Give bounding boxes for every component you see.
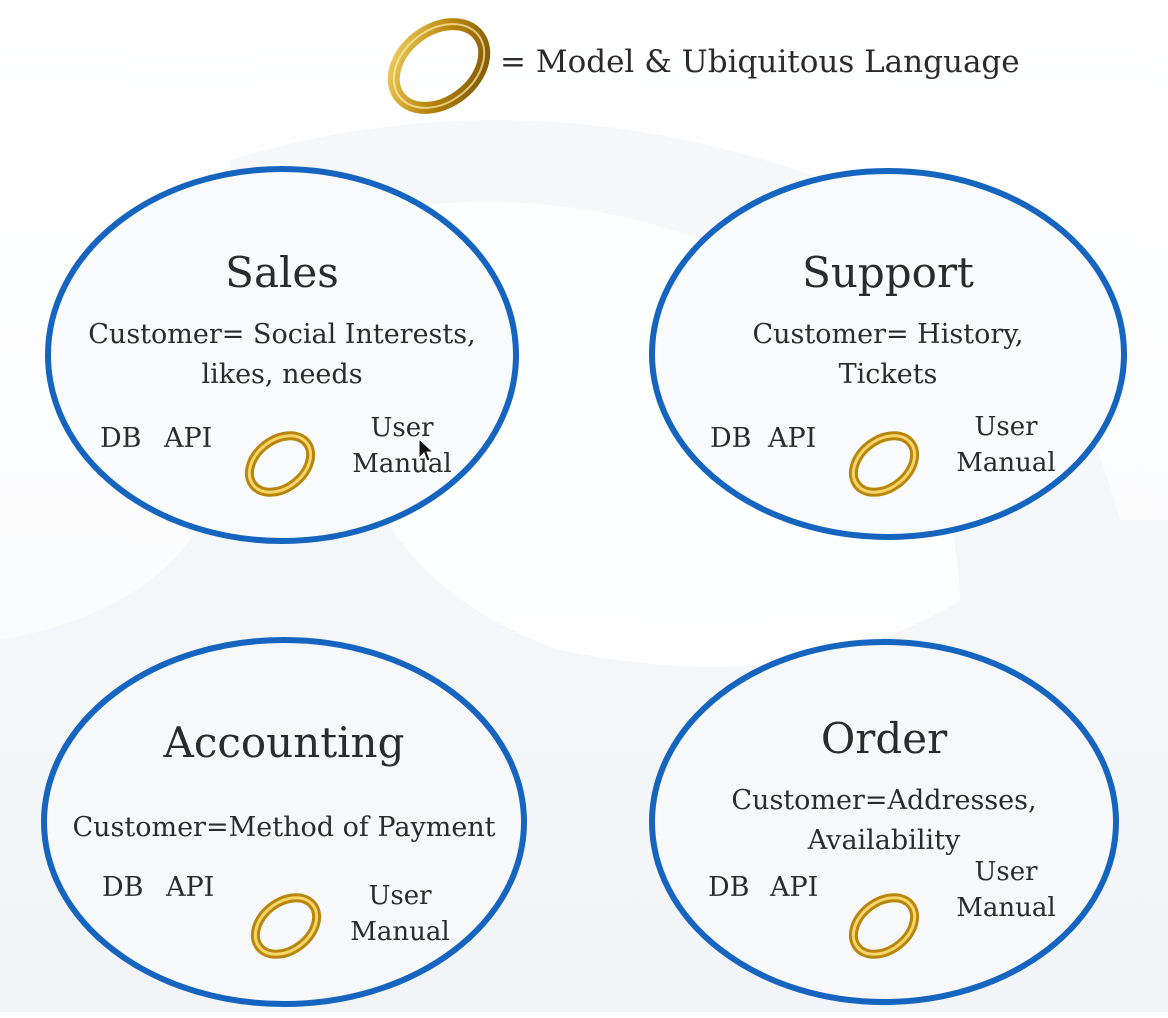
user-manual-label-line2: Manual: [956, 893, 1056, 923]
user-manual-label-line1: User: [974, 412, 1038, 442]
db-label: DB: [708, 872, 750, 903]
context-boundary: [649, 168, 1127, 540]
context-description-line2: Tickets: [838, 359, 938, 390]
api-label: API: [770, 872, 819, 903]
context-title: Accounting: [163, 718, 405, 767]
api-label: API: [164, 423, 213, 454]
context-description-line1: Customer=Method of Payment: [72, 812, 496, 843]
user-manual-label-line1: User: [370, 413, 434, 443]
mouse-cursor-icon: [418, 438, 434, 462]
context-title: Order: [820, 714, 948, 763]
gold-ring-icon: [848, 893, 920, 959]
context-description-line2: likes, needs: [201, 359, 363, 390]
context-sales: Sales Customer= Social Interests, likes,…: [42, 160, 522, 550]
gold-ring-icon: [244, 431, 316, 497]
context-boundary: [649, 639, 1119, 1005]
context-description-line1: Customer= Social Interests,: [88, 319, 476, 350]
context-title: Support: [802, 248, 974, 297]
context-order: Order Customer=Addresses, Availability D…: [646, 634, 1122, 1010]
user-manual-label-line2: Manual: [956, 448, 1056, 478]
context-support: Support Customer= History, Tickets DB AP…: [646, 162, 1130, 546]
gold-ring-icon: [387, 18, 491, 114]
context-title: Sales: [225, 248, 339, 297]
legend-text: = Model & Ubiquitous Language: [500, 44, 1020, 80]
gold-ring-icon: [250, 893, 322, 959]
api-label: API: [166, 872, 215, 903]
context-boundary: [45, 166, 519, 544]
db-label: DB: [100, 423, 142, 454]
user-manual-label-line1: User: [368, 881, 432, 911]
db-label: DB: [710, 423, 752, 454]
context-description-line2: Availability: [807, 825, 961, 856]
context-boundary: [41, 637, 527, 1007]
api-label: API: [768, 423, 817, 454]
user-manual-label-line1: User: [974, 857, 1038, 887]
gold-ring-icon: [848, 431, 920, 497]
context-description-line1: Customer=Addresses,: [731, 785, 1037, 816]
user-manual-label-line2: Manual: [352, 449, 452, 479]
legend: = Model & Ubiquitous Language: [380, 14, 1080, 114]
user-manual-label-line2: Manual: [350, 917, 450, 947]
context-description-line1: Customer= History,: [752, 319, 1024, 350]
db-label: DB: [102, 872, 144, 903]
context-accounting: Accounting Customer=Method of Payment DB…: [38, 632, 530, 1018]
